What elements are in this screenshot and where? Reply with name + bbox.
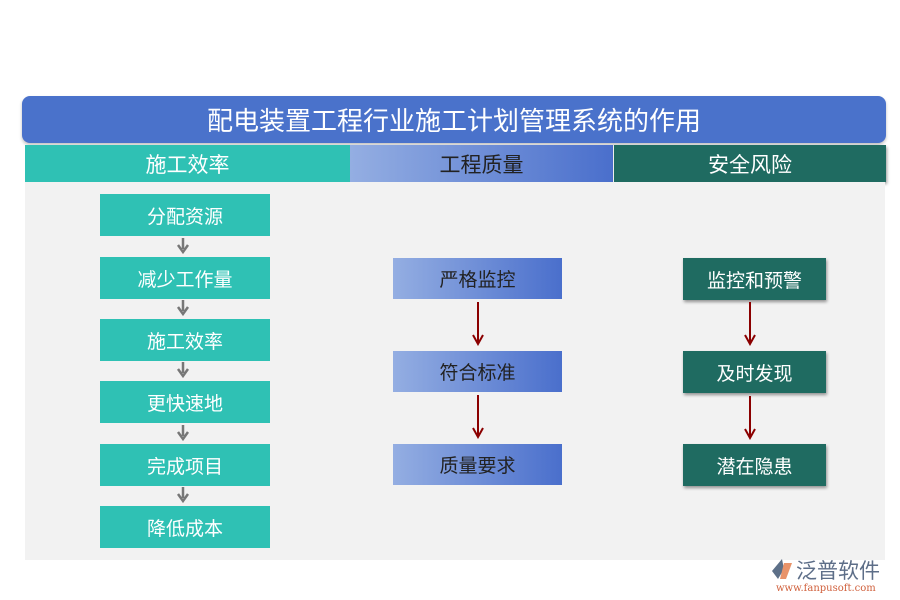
- efficiency-step: 施工效率: [100, 319, 270, 361]
- logo-name: 泛普软件: [796, 559, 880, 583]
- arrow-down-icon: [472, 302, 484, 346]
- diagram-title: 配电装置工程行业施工计划管理系统的作用: [22, 96, 886, 143]
- quality-step: 质量要求: [393, 444, 562, 485]
- fanpusoft-logo: 泛普软件 www.fanpusoft.com: [768, 553, 893, 598]
- safety-step: 及时发现: [683, 351, 826, 393]
- efficiency-step: 完成项目: [100, 444, 270, 486]
- arrow-down-icon: [176, 425, 190, 442]
- arrow-down-icon: [472, 395, 484, 439]
- safety-step: 监控和预警: [683, 258, 826, 300]
- arrow-down-icon: [744, 396, 756, 440]
- arrow-down-icon: [744, 302, 756, 346]
- quality-step: 符合标准: [393, 351, 562, 392]
- column-header-quality: 工程质量: [350, 145, 613, 182]
- logo-url: www.fanpusoft.com: [776, 583, 876, 594]
- quality-step: 严格监控: [393, 258, 562, 299]
- efficiency-step: 分配资源: [100, 194, 270, 236]
- logo-mark-icon: [772, 559, 792, 579]
- arrow-down-icon: [176, 487, 190, 504]
- arrow-down-icon: [176, 238, 190, 255]
- safety-step: 潜在隐患: [683, 444, 826, 486]
- arrow-down-icon: [176, 300, 190, 317]
- arrow-down-icon: [176, 362, 190, 379]
- efficiency-step: 降低成本: [100, 506, 270, 548]
- column-header-safety: 安全风险: [614, 145, 886, 182]
- efficiency-step: 更快速地: [100, 381, 270, 423]
- efficiency-step: 减少工作量: [100, 257, 270, 299]
- column-header-efficiency: 施工效率: [25, 145, 350, 182]
